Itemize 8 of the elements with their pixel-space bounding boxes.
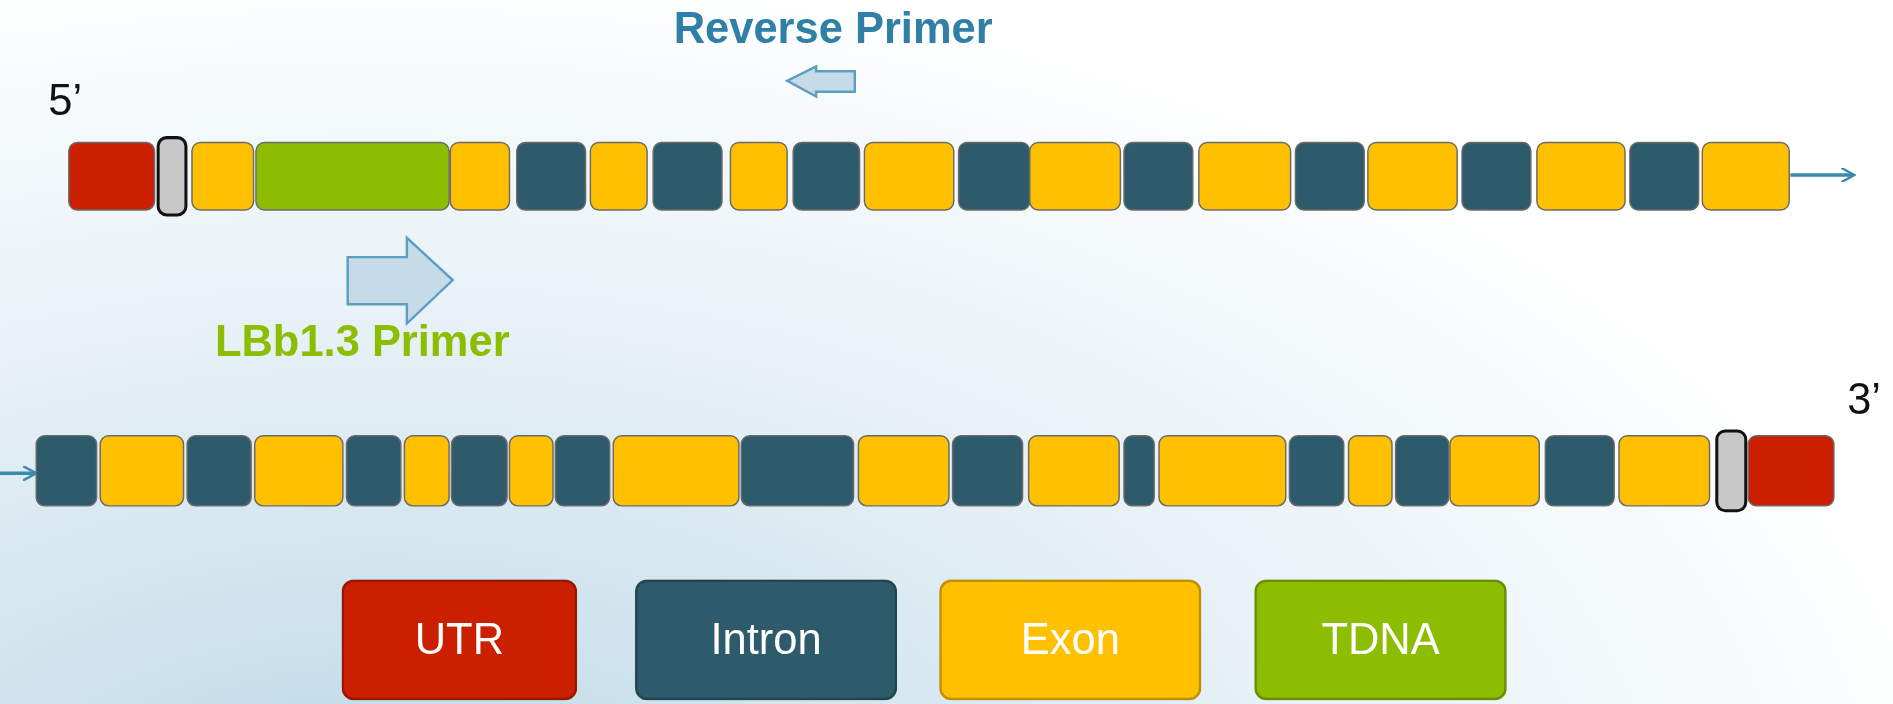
legend-key: UTR: [341, 579, 578, 701]
legend-key: Intron: [635, 579, 897, 701]
strand-end-label: 3’: [1847, 374, 1881, 425]
primer-label: Reverse Primer: [673, 3, 993, 55]
strand-end-label: 5’: [48, 74, 83, 126]
legend-key: TDNA: [1254, 579, 1507, 701]
legend-key: Exon: [939, 579, 1202, 701]
primer-label: LBb1.3 Primer: [214, 316, 510, 367]
